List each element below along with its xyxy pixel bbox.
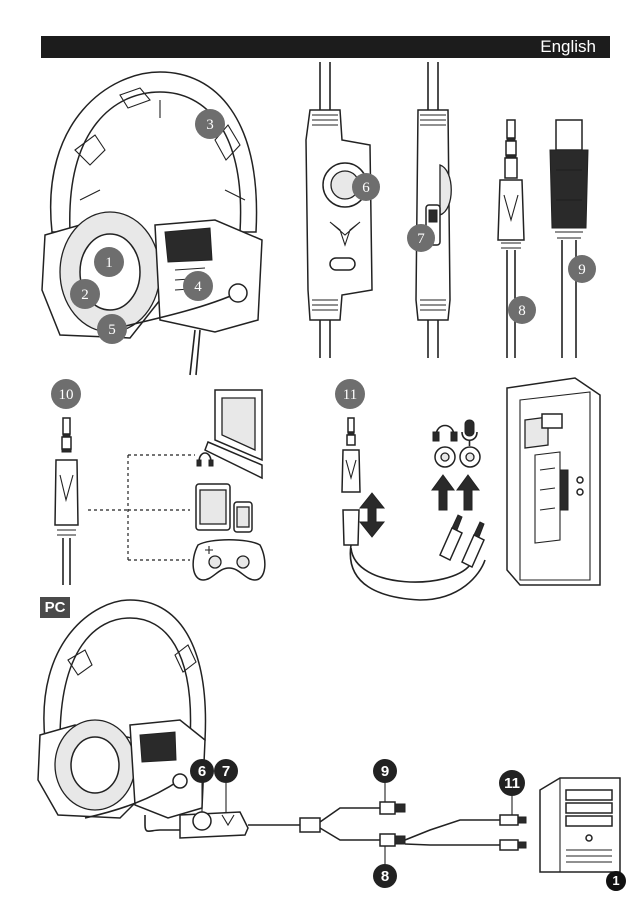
svg-text:8: 8 [518, 303, 526, 319]
svg-text:9: 9 [381, 763, 389, 780]
split-plugs [440, 515, 484, 567]
pc-callout-9: 9 [373, 759, 397, 783]
laptop [205, 390, 262, 478]
pc-callout-8: 8 [373, 864, 397, 888]
svg-text:6: 6 [362, 180, 370, 196]
microphone-icon [462, 420, 477, 446]
svg-text:11: 11 [504, 775, 520, 792]
pc-tower-small [540, 778, 620, 872]
volume-control [306, 62, 372, 358]
tablet [196, 484, 230, 530]
svg-text:10: 10 [59, 387, 74, 403]
pc-callout-7: 7 [214, 759, 238, 783]
headset-illustration [42, 72, 262, 375]
device-connector-lines [88, 455, 195, 560]
svg-text:1: 1 [105, 255, 113, 271]
phone [234, 502, 252, 532]
callout-2: 2 [70, 279, 100, 309]
callout-6: 6 [352, 173, 380, 201]
audio-jack-10 [55, 418, 78, 585]
pc-headset-illustration [38, 600, 205, 831]
headphone-small-icon [197, 453, 213, 466]
callout-1: 1 [94, 247, 124, 277]
svg-text:6: 6 [198, 763, 206, 780]
page-number: 1 [606, 871, 626, 891]
svg-text:8: 8 [381, 868, 389, 885]
usb-plug [550, 120, 588, 358]
port-icons [435, 447, 480, 467]
pc-section-badge: PC [40, 597, 70, 618]
gamepad [193, 540, 265, 580]
svg-text:5: 5 [108, 322, 116, 338]
callout-8: 8 [508, 296, 536, 324]
pc-tower [507, 378, 600, 585]
svg-text:3: 3 [206, 117, 214, 133]
svg-text:9: 9 [578, 262, 586, 278]
up-down-arrow [360, 493, 384, 537]
svg-text:11: 11 [343, 387, 357, 403]
svg-text:7: 7 [417, 231, 425, 247]
svg-text:4: 4 [194, 279, 202, 295]
headphone-icon [433, 426, 457, 442]
callout-7: 7 [407, 224, 435, 252]
svg-text:2: 2 [81, 287, 89, 303]
callout-10: 10 [51, 379, 81, 409]
pc-callout-11: 11 [499, 770, 525, 796]
callout-11: 11 [335, 379, 365, 409]
pc-callout-6: 6 [190, 759, 214, 783]
callout-3: 3 [195, 109, 225, 139]
callout-9: 9 [568, 255, 596, 283]
callout-4: 4 [183, 271, 213, 301]
plug-in-arrows [432, 475, 479, 510]
pc-cable-run [180, 802, 526, 850]
svg-text:7: 7 [222, 763, 230, 780]
callout-5: 5 [97, 314, 127, 344]
mic-mute-switch [416, 62, 451, 358]
